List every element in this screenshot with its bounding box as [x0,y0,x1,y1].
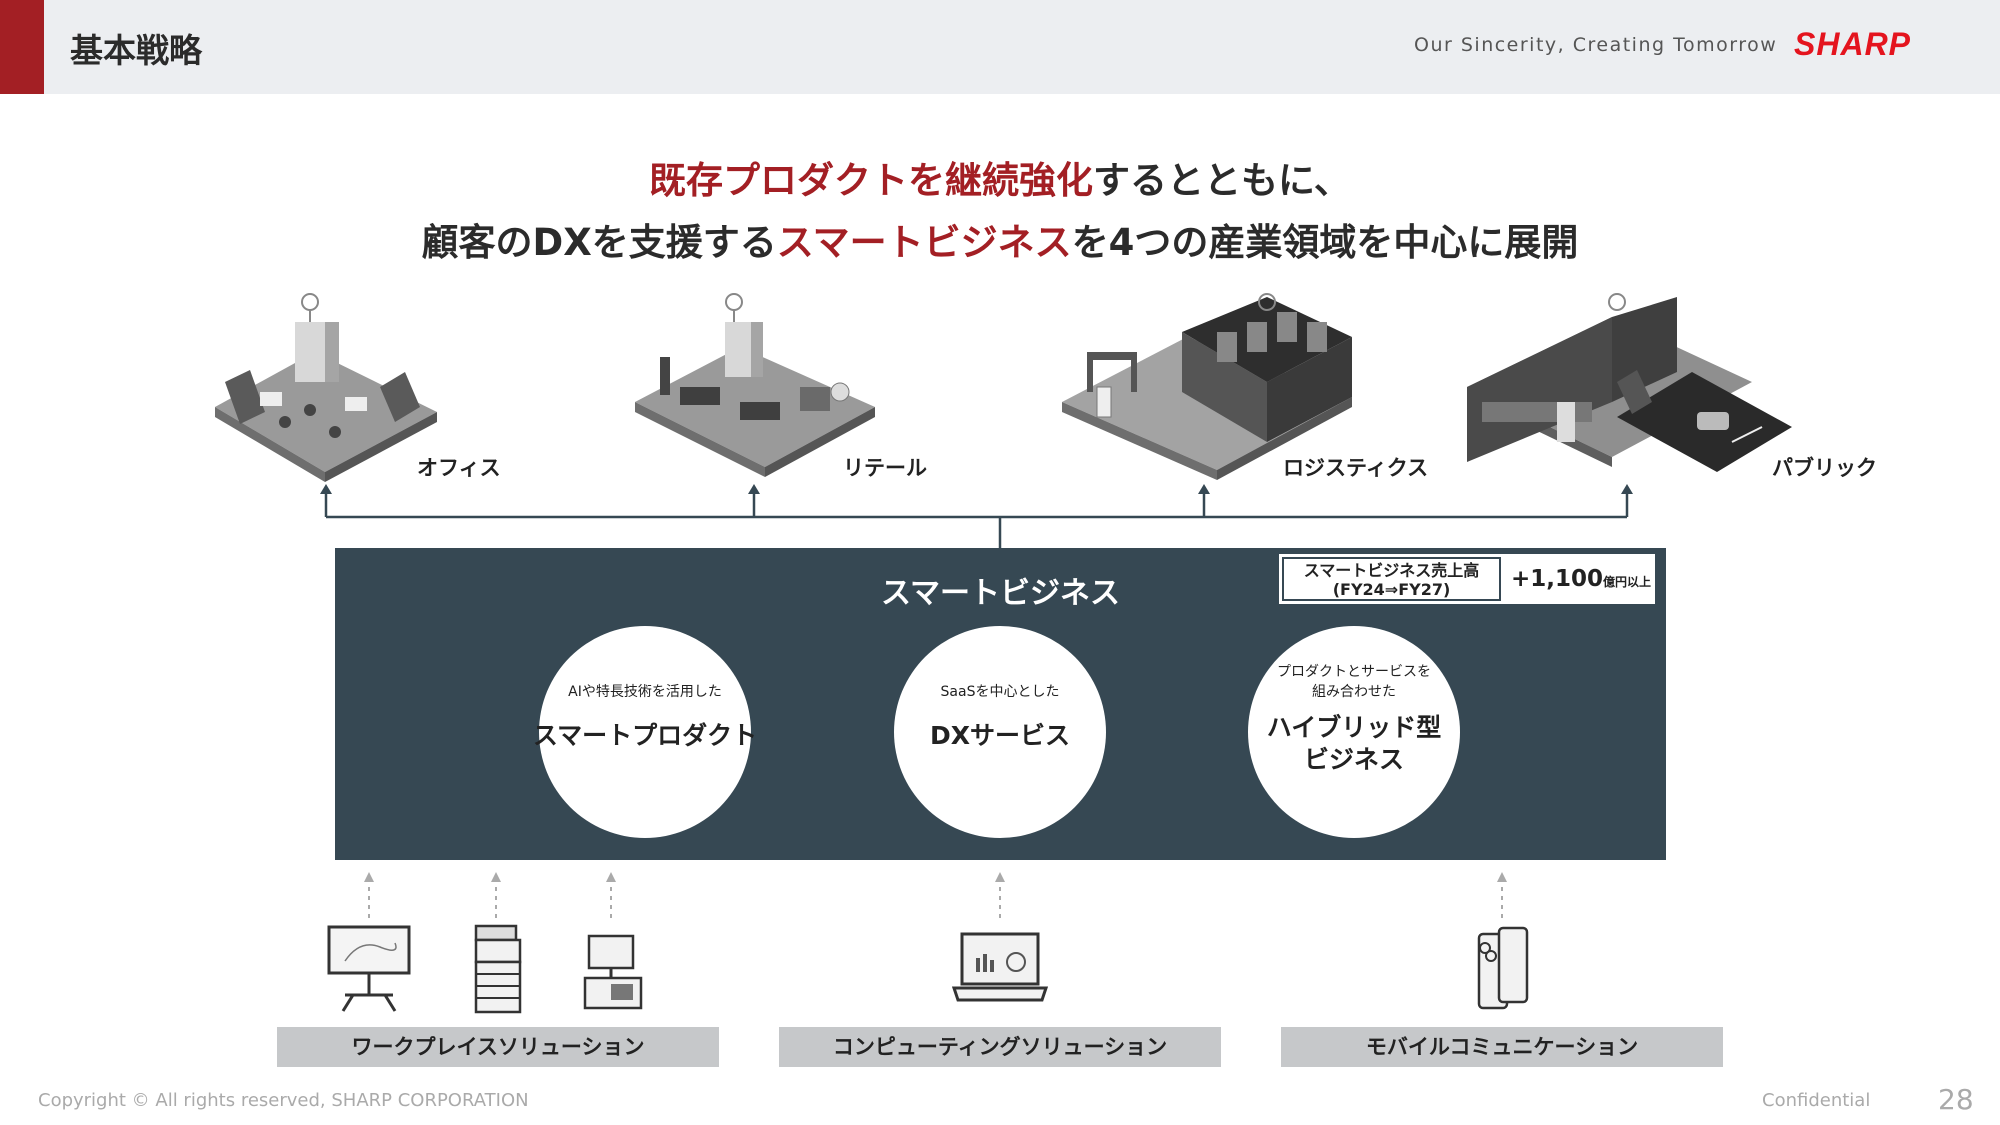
smart-business-title: スマートビジネス [880,576,1121,611]
pos-terminal-icon [583,934,643,1010]
headline-emphasis-2: スマートビジネス [776,221,1072,264]
headline-line-2: 顧客のDXを支援するスマートビジネスを4つの産業領域を中心に展開 [0,212,2000,266]
page-title: 基本戦略 [70,31,202,70]
solution-workplace: ワークプレイスソリューション [277,1027,719,1067]
sales-target-value: +1,100億円以上 [1511,566,1651,592]
sales-label-line-1: スマートビジネス売上高 [1303,561,1480,580]
public-illustration [1467,293,1792,472]
interactive-display-icon [327,925,411,1012]
industry-label-public: パブリック [1772,456,1877,480]
sales-value-number: +1,100 [1511,566,1604,592]
smart-business-panel: スマートビジネス スマートビジネス売上高 (FY24⇒FY27) +1,100億… [335,548,1666,860]
industry-label-logistics: ロジスティクス [1283,456,1429,480]
pillar-sub-label: プロダクトとサービスを [1277,664,1431,680]
pillar-smart-product: AIや特長技術を活用した スマートプロダクト [533,626,757,838]
copyright-text: Copyright © All rights reserved, SHARP C… [38,1090,529,1111]
pillar-sub-label: SaaSを中心とした [940,684,1060,700]
headline-emphasis-1: 既存プロダクトを継続強化 [649,159,1094,202]
headline-text-2b: を4つの産業領域を中心に展開 [1071,221,1579,264]
pillar-sub-label: AIや特長技術を活用した [568,684,722,700]
multifunction-printer-icon [474,924,522,1014]
industry-label-office: オフィス [417,456,501,480]
industry-label-retail: リテール [843,456,927,480]
pillar-main-label: ハイブリッド型 [1266,713,1442,742]
sales-target-box: スマートビジネス売上高 (FY24⇒FY27) +1,100億円以上 [1279,554,1655,604]
headline-line-1: 既存プロダクトを継続強化するとともに、 [0,150,2000,204]
pillar-main-label: ビジネス [1303,745,1404,774]
pillar-sub-label: 組み合わせた [1312,684,1396,700]
office-illustration [215,293,437,482]
headline-text-1: するとともに、 [1093,159,1351,202]
header-accent [0,0,44,94]
sales-value-unit: 億円以上 [1603,575,1652,589]
solution-mobile-communication: モバイルコミュニケーション [1281,1027,1723,1067]
headline-text-2a: 顧客のDXを支援する [421,221,777,264]
page-number: 28 [1938,1083,1974,1116]
pillar-main-label: スマートプロダクト [532,721,758,750]
pillar-dx-service: SaaSを中心とした DXサービス [894,626,1106,838]
pillar-hybrid-business: プロダクトとサービスを 組み合わせた ハイブリッド型 ビジネス [1248,626,1460,838]
confidential-label: Confidential [1762,1090,1871,1111]
pillar-main-label: DXサービス [929,721,1071,750]
retail-illustration [635,293,875,477]
sharp-logo: SHARP [1794,26,1912,62]
laptop-icon [952,932,1048,1002]
corporate-tagline: Our Sincerity, Creating Tomorrow [1414,34,1778,56]
solution-computing: コンピューティングソリューション [779,1027,1221,1067]
smartphone-icon [1477,926,1529,1010]
header-bar: 基本戦略 Our Sincerity, Creating Tomorrow SH… [0,0,2000,94]
sales-target-label: スマートビジネス売上高 (FY24⇒FY27) [1282,557,1501,601]
sales-label-line-2: (FY24⇒FY27) [1332,580,1451,599]
logistics-illustration [1062,293,1352,480]
